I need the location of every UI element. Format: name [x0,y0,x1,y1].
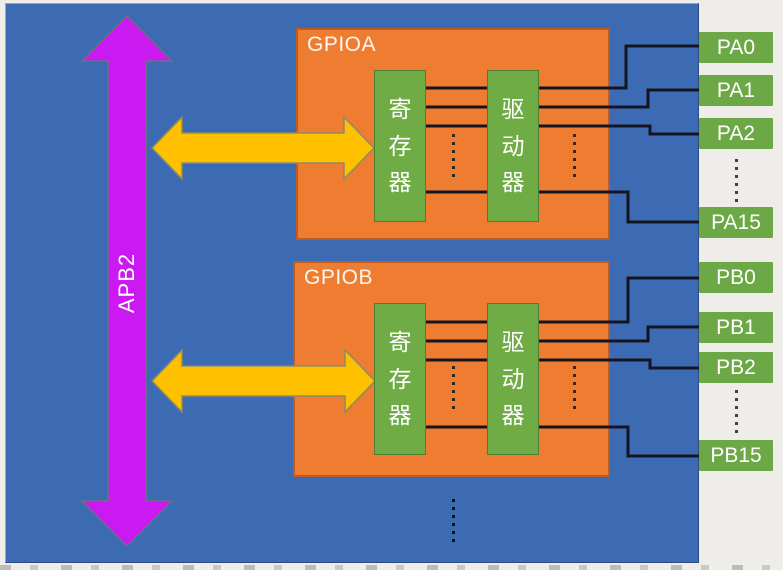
ellipsis-dot [452,507,455,510]
gpioa-register-label: 寄 存 器 [388,95,412,196]
ellipsis-dot [573,374,576,377]
ellipsis-dot [452,166,455,169]
ellipsis-dot [573,134,576,137]
pin-pa0: PA0 [699,32,773,63]
ellipsis-dot [452,150,455,153]
gpiob-driver-block: 驱 动 器 [487,303,539,455]
pin-pa1: PA1 [699,75,773,106]
gpiob-title: GPIOB [304,266,374,289]
cropped-caption-strip [0,565,783,570]
gpiob-driver-ellipsis-dots [573,366,577,414]
ellipsis-dot [735,167,738,170]
ellipsis-dot [452,174,455,177]
pa-pins-ellipsis-dots [735,159,739,207]
ellipsis-dot [573,390,576,393]
ellipsis-dot [735,422,738,425]
ellipsis-dot [452,374,455,377]
ellipsis-dot [452,406,455,409]
ellipsis-dot [452,515,455,518]
ellipsis-dot [452,134,455,137]
pin-pa15: PA15 [699,207,773,238]
ellipsis-dot [452,382,455,385]
pb-pins-ellipsis-dots [735,390,739,438]
ellipsis-dot [573,158,576,161]
gpioa-register-ellipsis-dots [452,134,456,182]
ellipsis-dot [573,382,576,385]
gpioa-driver-ellipsis-dots [573,134,577,182]
ellipsis-dot [573,406,576,409]
ellipsis-dot [735,191,738,194]
ellipsis-dot [735,390,738,393]
ellipsis-dot [452,158,455,161]
ellipsis-dot [735,175,738,178]
ellipsis-dot [452,366,455,369]
gpiob-register-block: 寄 存 器 [374,303,426,455]
gpiob-driver-label: 驱 动 器 [501,328,525,429]
gpioa-driver-block: 驱 动 器 [487,70,539,222]
ellipsis-dot [735,406,738,409]
ellipsis-dot [735,414,738,417]
gpiob-register-ellipsis-dots [452,366,456,414]
ellipsis-dot [735,398,738,401]
ellipsis-dot [573,398,576,401]
apb2-bus-label: APB2 [114,252,139,314]
pin-pb0: PB0 [699,262,773,293]
ellipsis-dot [452,499,455,502]
ellipsis-dot [573,166,576,169]
more-gpio-ellipsis-dots [452,499,456,547]
ellipsis-dot [573,174,576,177]
pin-pb2: PB2 [699,352,773,383]
ellipsis-dot [452,390,455,393]
ellipsis-dot [452,142,455,145]
gpioa-driver-label: 驱 动 器 [501,95,525,196]
ellipsis-dot [735,183,738,186]
ellipsis-dot [735,430,738,433]
ellipsis-dot [573,150,576,153]
pin-pa2: PA2 [699,118,773,149]
pin-pb15: PB15 [699,440,773,471]
gpioa-register-block: 寄 存 器 [374,70,426,222]
ellipsis-dot [452,523,455,526]
ellipsis-dot [735,199,738,202]
pin-pb1: PB1 [699,312,773,343]
ellipsis-dot [452,539,455,542]
ellipsis-dot [573,142,576,145]
ellipsis-dot [452,398,455,401]
gpioa-title: GPIOA [307,33,377,56]
ellipsis-dot [573,366,576,369]
gpiob-register-label: 寄 存 器 [388,328,412,429]
ellipsis-dot [735,159,738,162]
ellipsis-dot [452,531,455,534]
